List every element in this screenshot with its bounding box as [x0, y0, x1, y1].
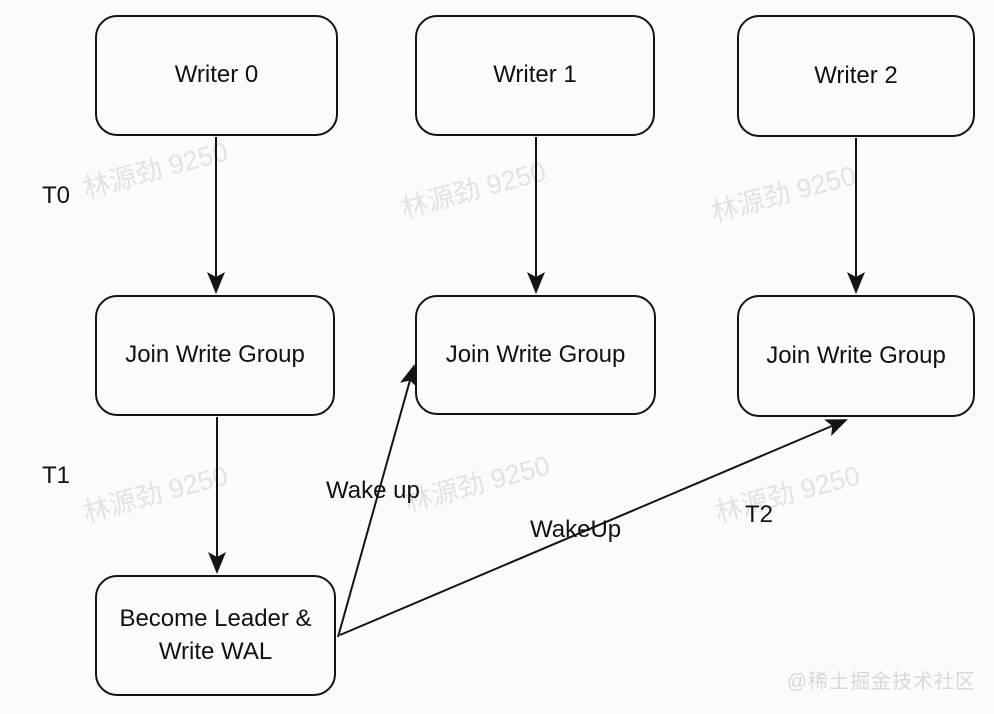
- node-join-write-group-2: Join Write Group: [737, 295, 975, 417]
- time-label-t2: T2: [745, 501, 774, 528]
- time-label-t0: T0: [42, 182, 71, 209]
- node-join-write-group-2-label: Join Write Group: [766, 341, 946, 369]
- node-writer-1-label: Writer 1: [493, 61, 577, 89]
- node-writer-0: Writer 0: [95, 15, 338, 136]
- node-writer-0-label: Writer 0: [174, 61, 259, 89]
- node-writer-2: Writer 2: [737, 15, 975, 137]
- edge-leader-join2-wakeup: [339, 419, 848, 636]
- edge-label-wakeup: WakeUp: [530, 516, 622, 543]
- node-join-write-group-0: Join Write Group: [95, 295, 335, 416]
- node-join-write-group-1: Join Write Group: [415, 295, 656, 415]
- node-writer-1: Writer 1: [415, 15, 655, 136]
- node-become-leader-write-wal: Become Leader & Write WAL: [95, 575, 336, 696]
- node-join-write-group-0-label: Join Write Group: [125, 341, 305, 369]
- node-writer-2-label: Writer 2: [814, 61, 898, 89]
- node-join-write-group-1-label: Join Write Group: [445, 340, 626, 368]
- edge-label-wake-up: Wake up: [326, 477, 420, 504]
- edge-leader-join1-wakeup: [337, 364, 418, 638]
- node-become-leader-write-wal-label: Become Leader & Write WAL: [119, 605, 312, 665]
- credit-watermark: @稀土掘金技术社区: [786, 671, 976, 693]
- time-label-t1: T1: [42, 462, 71, 489]
